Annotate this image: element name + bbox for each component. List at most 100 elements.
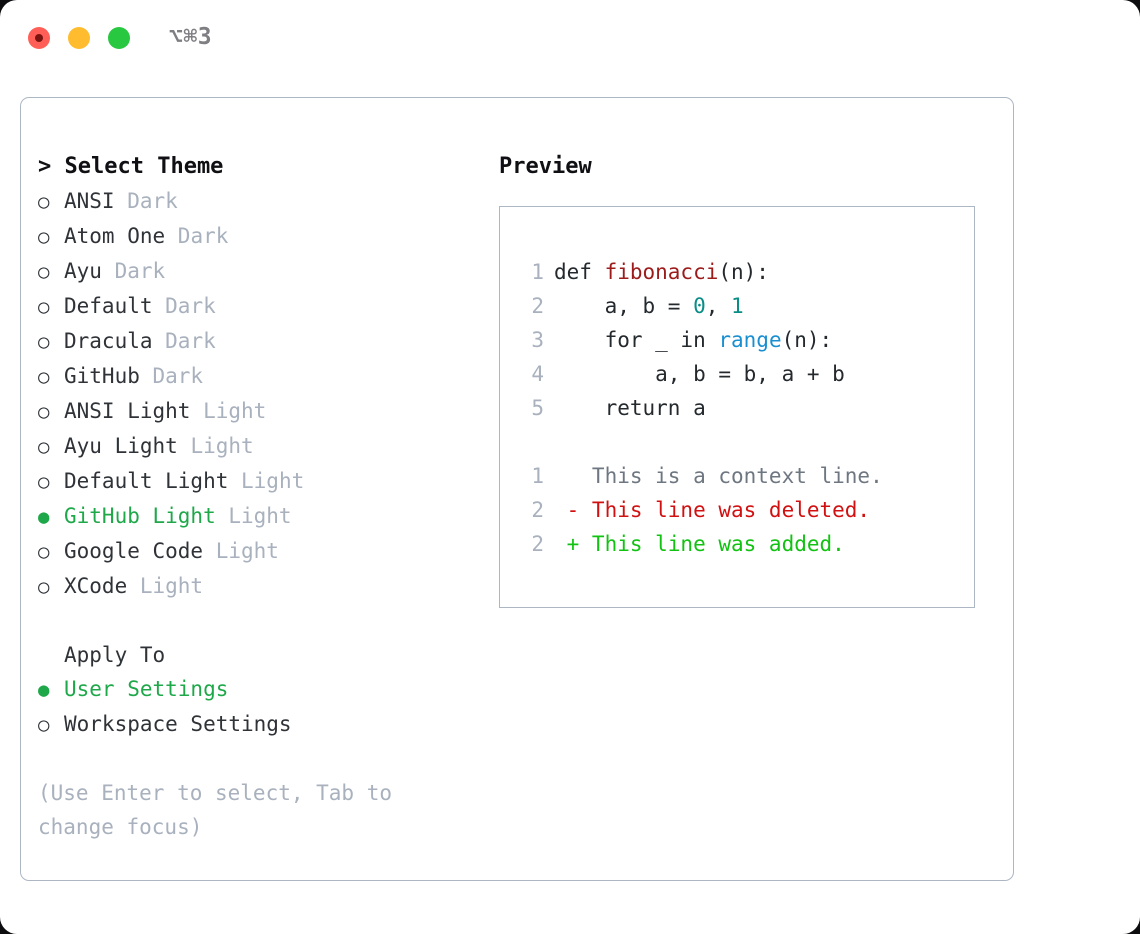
- radio-unselected-icon: ○: [38, 261, 50, 283]
- theme-option-label: Default: [64, 294, 153, 318]
- radio-unselected-icon: ○: [38, 714, 50, 736]
- apply-to-option-label: User Settings: [64, 677, 229, 701]
- code-token: a, b =: [554, 294, 694, 318]
- theme-option[interactable]: ○ Ayu Light Light: [38, 429, 478, 464]
- line-number: 4: [531, 362, 544, 386]
- code-token: 0: [693, 294, 706, 318]
- radio-unselected-icon: ○: [38, 541, 50, 563]
- theme-option[interactable]: ○ Ayu Dark: [38, 254, 478, 289]
- theme-option-label: ANSI Light: [64, 399, 191, 423]
- theme-option-variant: Light: [228, 469, 305, 493]
- theme-option[interactable]: ○ Google Code Light: [38, 534, 478, 569]
- theme-option[interactable]: ○ GitHub Dark: [38, 359, 478, 394]
- close-button[interactable]: [28, 27, 50, 49]
- radio-unselected-icon: ○: [38, 436, 50, 458]
- main-panel: > Select Theme ○ANSI Dark○Atom One Dark○…: [20, 97, 1014, 881]
- theme-option-label: Atom One: [64, 224, 166, 248]
- apply-to-heading: Apply To: [64, 643, 166, 667]
- code-line: 5 return a: [518, 391, 974, 425]
- code-line-content: def fibonacci(n):: [554, 255, 769, 289]
- code-token: def: [554, 260, 605, 284]
- theme-option[interactable]: ●GitHub Light Light: [38, 499, 478, 534]
- theme-option-variant: Dark: [139, 364, 204, 388]
- code-token: for _ in: [554, 328, 719, 352]
- preview-heading: Preview: [499, 154, 592, 179]
- apply-to-option-label: Workspace Settings: [64, 712, 292, 736]
- minimize-button[interactable]: [68, 27, 90, 49]
- code-line-content: a, b = 0, 1: [554, 289, 744, 323]
- theme-selector-column: > Select Theme ○ANSI Dark○Atom One Dark○…: [38, 150, 478, 844]
- code-token: ,: [705, 294, 732, 318]
- theme-option[interactable]: ○ANSI Light Light: [38, 394, 478, 429]
- theme-option-label: Dracula: [64, 329, 153, 353]
- theme-list: ○ANSI Dark○Atom One Dark○Ayu Dark○Defaul…: [38, 184, 478, 604]
- diff-line: 2 + This line was added.: [518, 527, 974, 561]
- code-token: 1: [731, 294, 744, 318]
- code-line: 3 for _ in range(n):: [518, 323, 974, 357]
- code-token: (n):: [718, 260, 769, 284]
- line-number: 3: [531, 328, 544, 352]
- theme-option[interactable]: ○XCode Light: [38, 569, 478, 604]
- diff-line: 2 - This line was deleted.: [518, 493, 974, 527]
- radio-unselected-icon: ○: [38, 296, 50, 318]
- theme-option[interactable]: ○Dracula Dark: [38, 324, 478, 359]
- code-line-content: return a: [554, 391, 706, 425]
- section-spacer: [38, 604, 478, 638]
- theme-option-label: GitHub: [64, 364, 140, 388]
- theme-option-variant: Light: [127, 574, 204, 598]
- line-number: 2: [531, 498, 544, 522]
- apply-to-option[interactable]: ○ Workspace Settings: [38, 707, 478, 742]
- line-number: 1: [531, 464, 544, 488]
- code-token: fibonacci: [604, 260, 719, 284]
- theme-option[interactable]: ○ Default Dark: [38, 289, 478, 324]
- code-line-content: a, b = b, a + b: [554, 357, 845, 391]
- radio-selected-icon: ●: [38, 679, 50, 701]
- line-number: 2: [531, 532, 544, 556]
- theme-option[interactable]: ○Default Light Light: [38, 464, 478, 499]
- code-token: a, b = b, a + b: [554, 362, 845, 386]
- theme-option-variant: Dark: [114, 189, 178, 213]
- theme-option-label: XCode: [64, 574, 128, 598]
- code-blank-line: [518, 425, 974, 459]
- maximize-button[interactable]: [108, 27, 130, 49]
- theme-option-label: Ayu: [64, 259, 102, 283]
- theme-option-variant: Dark: [152, 294, 216, 318]
- theme-option-label: Ayu Light: [64, 434, 178, 458]
- radio-unselected-icon: ○: [38, 366, 50, 388]
- diff-line: 1 This is a context line.: [518, 459, 974, 493]
- theme-option-variant: Light: [215, 504, 292, 528]
- code-line: 2 a, b = 0, 1: [518, 289, 974, 323]
- theme-option-variant: Dark: [152, 329, 216, 353]
- theme-option-variant: Light: [203, 539, 279, 563]
- diff-line-content: + This line was added.: [554, 532, 845, 556]
- code-token: range: [718, 328, 782, 352]
- theme-option-variant: Light: [177, 434, 254, 458]
- code-token: return a: [554, 396, 706, 420]
- diff-line-content: This is a context line.: [554, 464, 883, 488]
- radio-unselected-icon: ○: [38, 401, 50, 423]
- line-number: 2: [531, 294, 544, 318]
- theme-option[interactable]: ○ANSI Dark: [38, 184, 478, 219]
- title-bar: ⌥⌘3: [0, 0, 1140, 76]
- code-line: 1 def fibonacci(n):: [518, 255, 974, 289]
- diff-sample: 1 This is a context line.2 - This line w…: [518, 459, 974, 561]
- theme-option-label: Google Code: [64, 539, 204, 563]
- apply-to-option[interactable]: ● User Settings: [38, 672, 478, 707]
- theme-option-variant: Dark: [165, 224, 229, 248]
- theme-option-label: Default Light: [64, 469, 229, 493]
- radio-unselected-icon: ○: [38, 226, 50, 248]
- code-line: 4 a, b = b, a + b: [518, 357, 974, 391]
- radio-unselected-icon: ○: [38, 191, 50, 213]
- theme-option[interactable]: ○ Atom One Dark: [38, 219, 478, 254]
- code-line-content: for _ in range(n):: [554, 323, 833, 357]
- theme-option-variant: Dark: [101, 259, 166, 283]
- line-number: 1: [531, 260, 544, 284]
- keyboard-hint-text: (Use Enter to select, Tab to change focu…: [38, 781, 405, 839]
- code-token: (n):: [781, 328, 833, 352]
- radio-selected-icon: ●: [38, 506, 50, 528]
- select-theme-heading: > Select Theme: [38, 154, 224, 179]
